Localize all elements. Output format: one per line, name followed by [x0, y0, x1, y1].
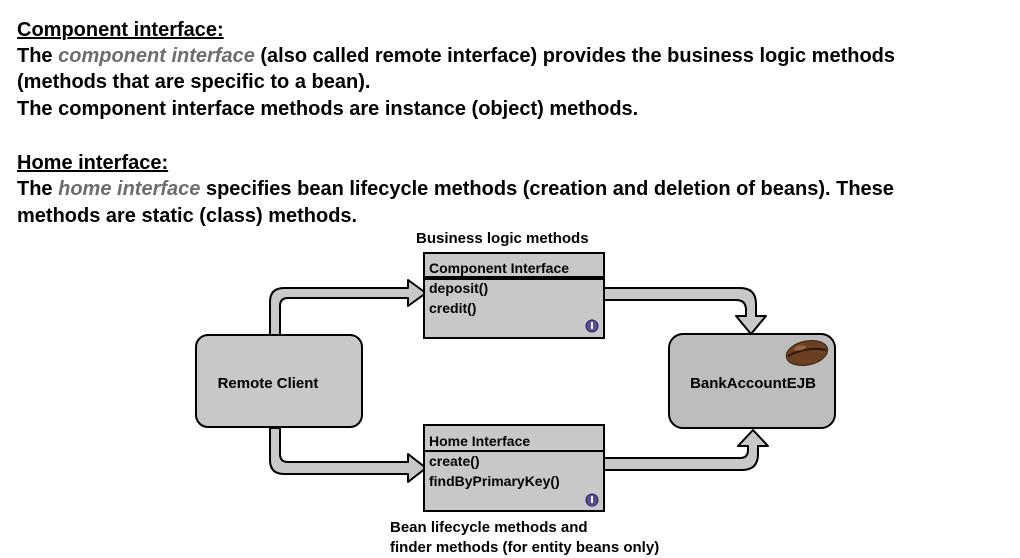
component-interface-line-2: (methods that are specific to a bean).: [17, 71, 371, 93]
coffee-bean-icon: [785, 339, 829, 367]
home-interface-heading: Home interface:: [17, 152, 169, 174]
arrow-component-to-bean: [603, 287, 767, 335]
home-interface-line-2: methods are static (class) methods.: [17, 205, 358, 227]
arrow-client-to-component: [269, 279, 427, 337]
info-icon: [585, 319, 599, 333]
component-interface-box: Component Interface deposit() credit(): [423, 252, 605, 339]
component-interface-title: Component Interface: [429, 260, 569, 276]
lifecycle-caption-line-1: Bean lifecycle methods and: [390, 519, 588, 536]
component-interface-heading: Component interface:: [17, 19, 224, 41]
home-interface-box: Home Interface create() findByPrimaryKey…: [423, 424, 605, 512]
remote-client-label: Remote Client: [218, 375, 319, 392]
lifecycle-caption-line-2: finder methods (for entity beans only): [390, 539, 660, 556]
home-method-create: create(): [429, 453, 480, 469]
component-interface-line-1: The component interface (also called rem…: [17, 45, 896, 67]
component-method-deposit: deposit(): [429, 280, 488, 296]
bean-label: BankAccountEJB: [690, 375, 816, 392]
home-interface-term: home interface: [58, 178, 201, 200]
home-interface-title: Home Interface: [429, 433, 530, 449]
home-method-find-by-primary-key: findByPrimaryKey(): [429, 473, 560, 489]
component-method-credit: credit(): [429, 300, 476, 316]
component-interface-term: component interface: [58, 45, 255, 67]
arrow-home-to-bean: [603, 429, 769, 471]
business-logic-caption: Business logic methods: [416, 230, 589, 247]
arrow-client-to-home: [269, 427, 427, 483]
home-interface-line-1: The home interface specifies bean lifecy…: [17, 178, 894, 200]
component-interface-line-3: The component interface methods are inst…: [17, 98, 639, 120]
info-icon: [585, 493, 599, 507]
remote-client-box: [195, 334, 363, 428]
